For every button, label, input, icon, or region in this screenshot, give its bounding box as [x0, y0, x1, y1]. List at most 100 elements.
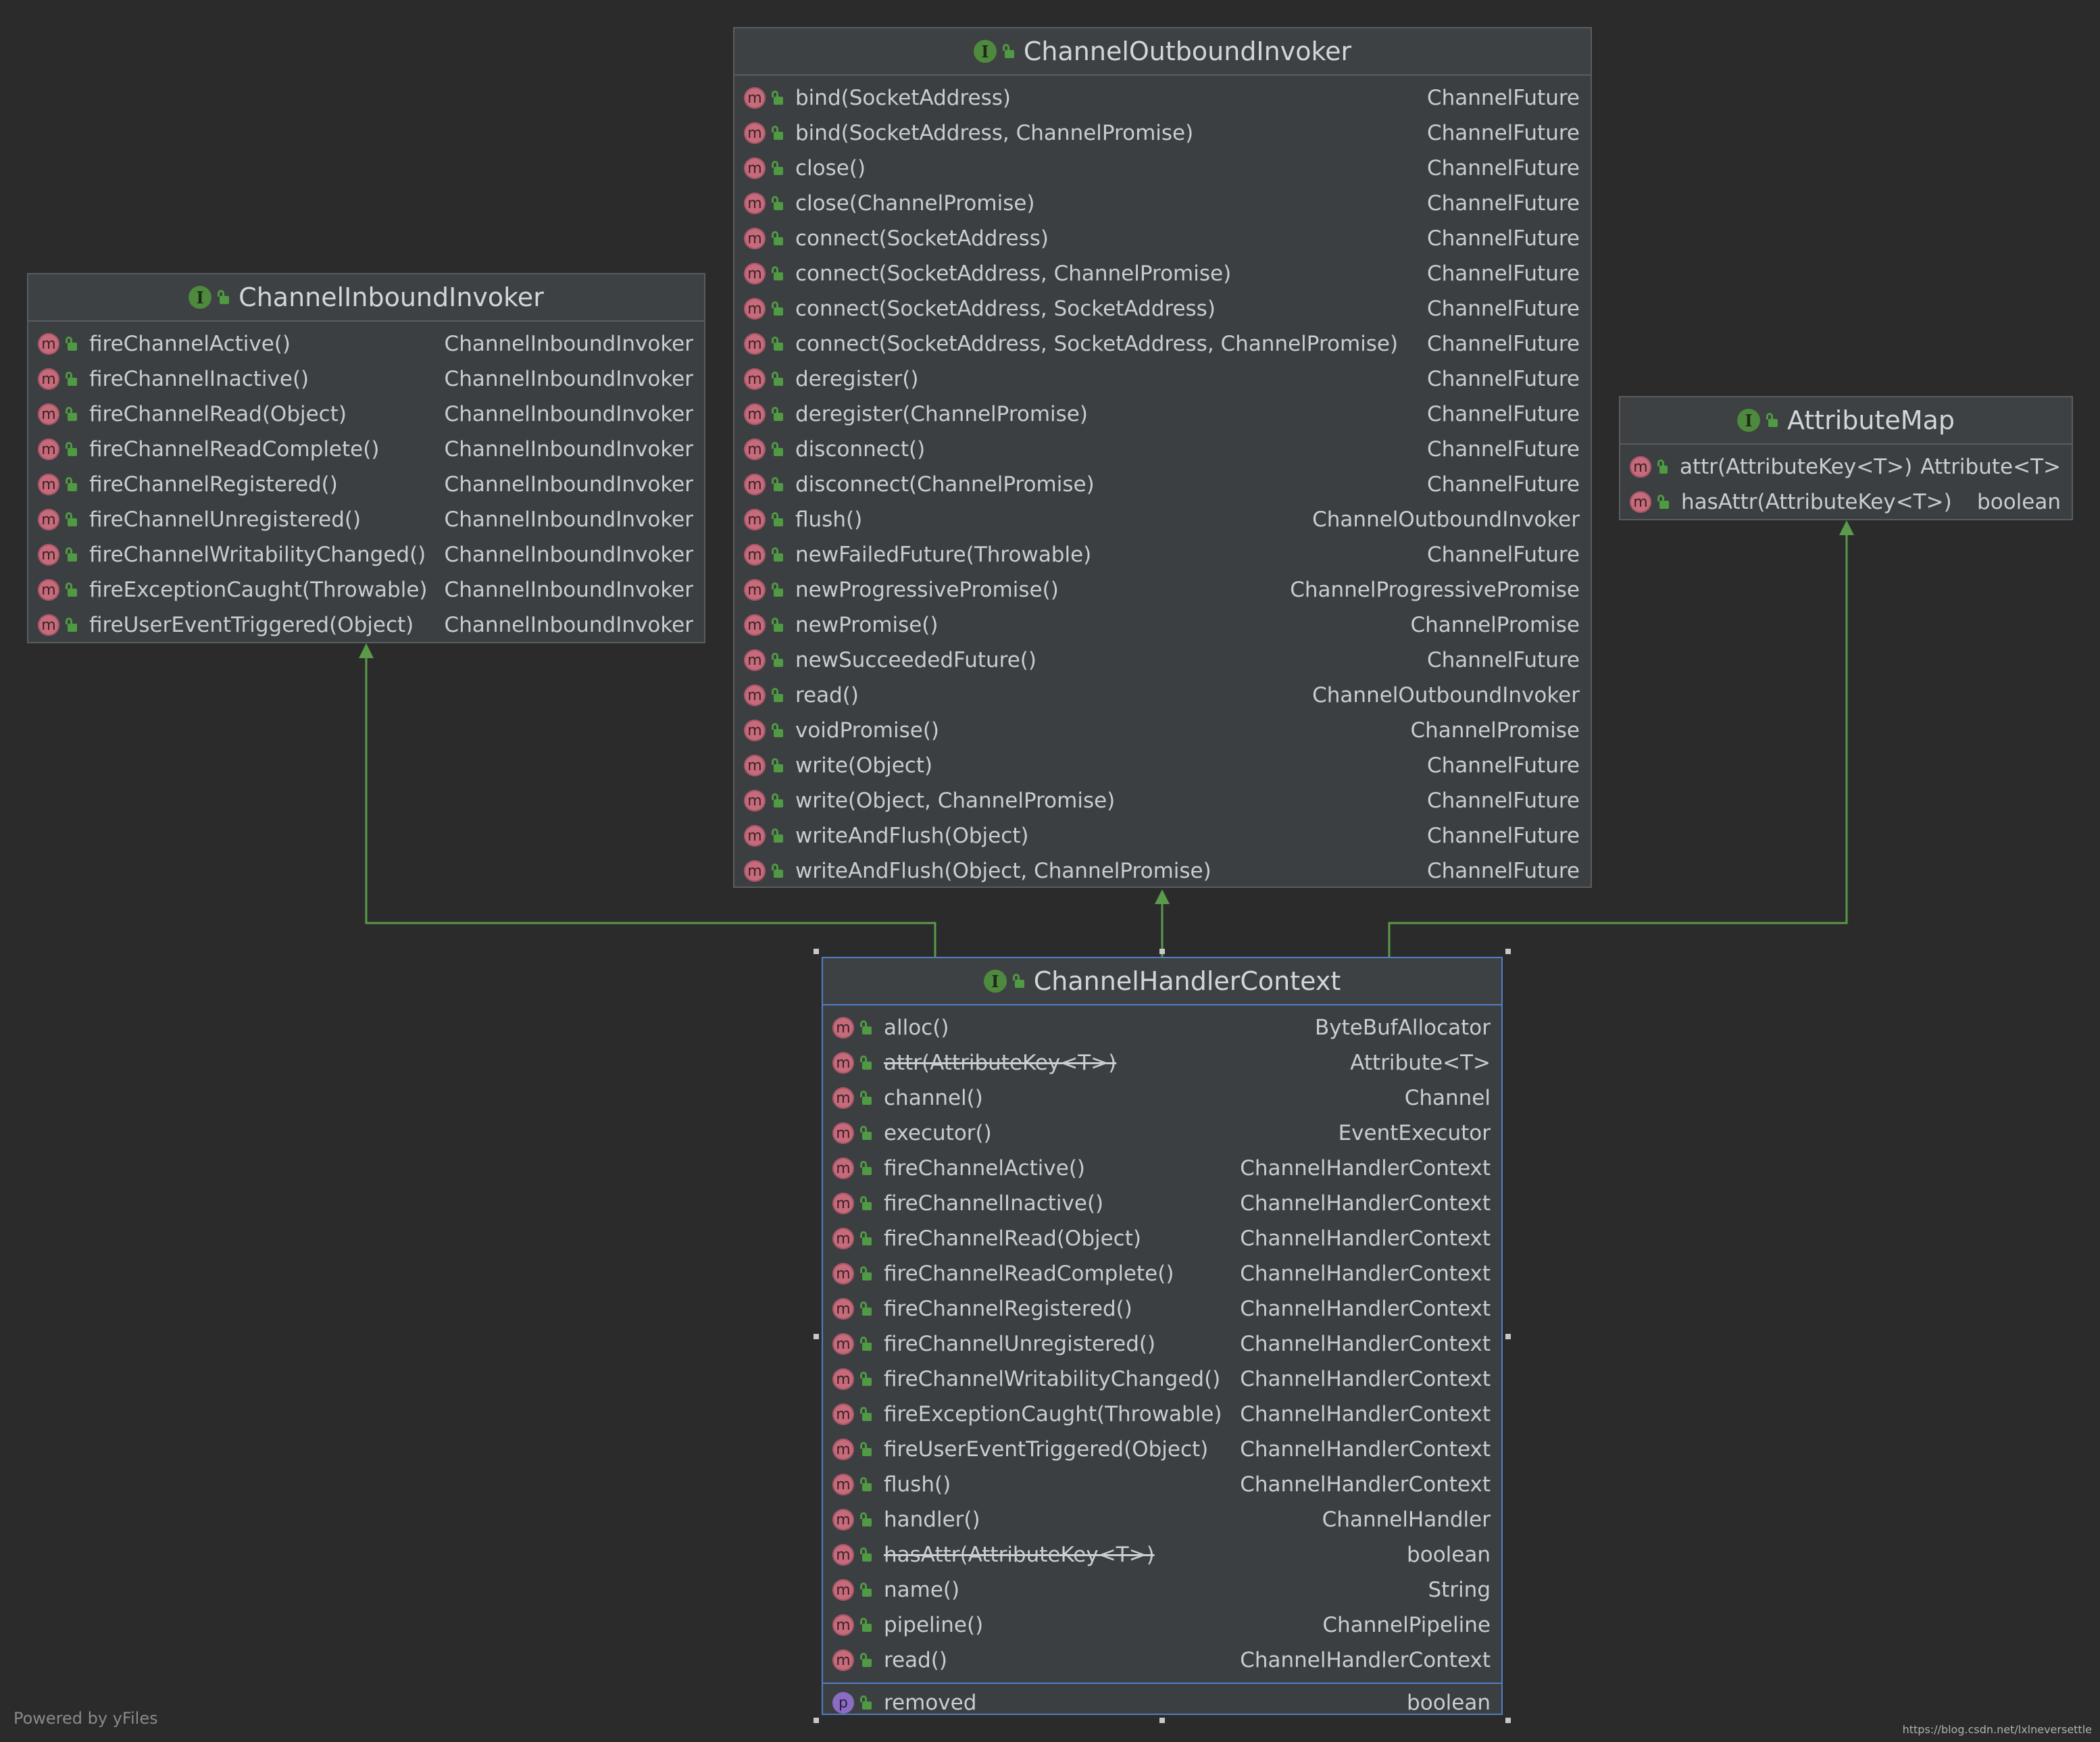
resize-handle-nw[interactable] — [814, 949, 819, 954]
resize-handle-ne[interactable] — [1505, 949, 1511, 954]
resize-handle-w[interactable] — [814, 1334, 819, 1339]
member-name: newSucceededFuture() — [795, 648, 1036, 672]
member-name: newFailedFuture(Throwable) — [795, 543, 1092, 567]
member-name: fireChannelInactive() — [89, 367, 309, 391]
resize-handle-sw[interactable] — [814, 1718, 819, 1723]
member-type: ChannelInboundInvoker — [444, 613, 693, 637]
public-lock-icon — [774, 518, 783, 526]
method-icon: m — [832, 1474, 854, 1495]
class-title: ChannelOutboundInvoker — [1023, 36, 1352, 66]
interface-icon: I — [1737, 409, 1760, 432]
resize-handle-n[interactable] — [1159, 949, 1165, 954]
member-type: ChannelFuture — [1427, 332, 1580, 356]
public-lock-icon — [1659, 466, 1668, 474]
class-title: AttributeMap — [1787, 405, 1955, 435]
public-lock-icon — [774, 132, 783, 140]
member-name: connect(SocketAddress) — [795, 226, 1049, 251]
member-type: ChannelHandlerContext — [1240, 1156, 1491, 1180]
member-name: writeAndFlush(Object) — [795, 824, 1029, 848]
method-icon: m — [832, 1439, 854, 1460]
method-icon: m — [38, 544, 59, 566]
member-type: ChannelFuture — [1427, 86, 1580, 110]
edge-to-inbound — [365, 650, 936, 957]
method-icon: m — [744, 860, 766, 882]
method-icon: m — [744, 333, 766, 355]
public-lock-icon — [774, 694, 783, 702]
member-type: ByteBufAllocator — [1315, 1016, 1491, 1040]
resize-handle-s[interactable] — [1159, 1718, 1165, 1723]
resize-handle-se[interactable] — [1505, 1718, 1511, 1723]
member-name: fireChannelUnregistered() — [884, 1332, 1156, 1356]
public-lock-icon — [862, 1701, 872, 1710]
method-icon: m — [744, 474, 766, 495]
public-lock-icon — [68, 589, 77, 597]
member-name: hasAttr(AttributeKey<T>) — [884, 1543, 1155, 1567]
watermark: https://blog.csdn.net/lxlneversettle — [1902, 1723, 2092, 1736]
method-icon: m — [832, 1544, 854, 1566]
public-lock-icon — [68, 518, 77, 526]
method-icon: m — [38, 474, 59, 495]
member-type: ChannelFuture — [1427, 262, 1580, 286]
resize-handle-e[interactable] — [1505, 1334, 1511, 1339]
member-type: ChannelInboundInvoker — [444, 367, 693, 391]
